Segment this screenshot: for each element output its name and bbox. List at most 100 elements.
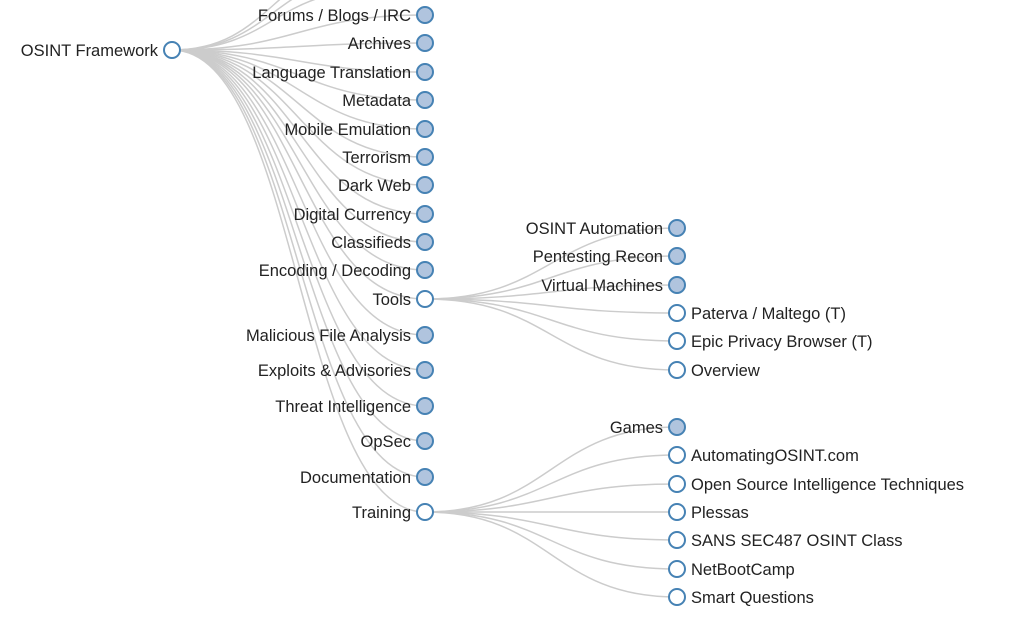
- tree-links: [171, 0, 678, 598]
- node-label[interactable]: Epic Privacy Browser (T): [691, 333, 873, 351]
- tree-node-forums-blogs-irc[interactable]: Forums / Blogs / IRC: [258, 6, 434, 25]
- tree-node-metadata[interactable]: Metadata: [342, 91, 434, 110]
- leaf-node-icon[interactable]: [668, 446, 686, 464]
- tree-node-archives[interactable]: Archives: [348, 34, 434, 53]
- collapsed-node-icon[interactable]: [416, 261, 434, 279]
- node-label[interactable]: Threat Intelligence: [275, 398, 411, 416]
- node-label[interactable]: Pentesting Recon: [533, 248, 663, 266]
- tree-node-pentesting-recon[interactable]: Pentesting Recon: [533, 247, 686, 266]
- tree-node-games[interactable]: Games: [610, 418, 686, 437]
- node-label[interactable]: Exploits & Advisories: [258, 362, 411, 380]
- expanded-node-icon[interactable]: [163, 41, 181, 59]
- link-tools-virtual-machines: [424, 284, 678, 300]
- collapsed-node-icon[interactable]: [416, 176, 434, 194]
- leaf-node-icon[interactable]: [668, 531, 686, 549]
- node-label[interactable]: Training: [352, 504, 411, 522]
- leaf-node-icon[interactable]: [668, 332, 686, 350]
- link-training-games: [424, 426, 678, 513]
- node-label[interactable]: NetBootCamp: [691, 561, 795, 579]
- tree-node-tools[interactable]: Tools: [372, 290, 434, 309]
- node-label[interactable]: Malicious File Analysis: [246, 327, 411, 345]
- tree-node-documentation[interactable]: Documentation: [300, 468, 434, 487]
- collapsed-node-icon[interactable]: [416, 34, 434, 52]
- tree-node-exploits-advisories[interactable]: Exploits & Advisories: [258, 361, 434, 380]
- node-label[interactable]: Paterva / Maltego (T): [691, 305, 846, 323]
- tree-node-threat-intelligence[interactable]: Threat Intelligence: [275, 397, 434, 416]
- node-label[interactable]: Terrorism: [342, 149, 411, 167]
- leaf-node-icon[interactable]: [668, 304, 686, 322]
- node-label[interactable]: Digital Currency: [294, 206, 412, 224]
- tree-node-automatingosint-com[interactable]: AutomatingOSINT.com: [668, 446, 859, 465]
- link-offscreen-2: [171, 0, 316, 51]
- collapsed-node-icon[interactable]: [416, 468, 434, 486]
- node-label[interactable]: OpSec: [361, 433, 411, 451]
- tree-node-osint-automation[interactable]: OSINT Automation: [526, 219, 686, 238]
- tree-node-paterva-maltego-t[interactable]: Paterva / Maltego (T): [668, 304, 846, 323]
- tree-node-terrorism[interactable]: Terrorism: [342, 148, 434, 167]
- collapsed-node-icon[interactable]: [668, 219, 686, 237]
- node-label[interactable]: Virtual Machines: [541, 277, 663, 295]
- node-label[interactable]: AutomatingOSINT.com: [691, 447, 859, 465]
- tree-node-overview[interactable]: Overview: [668, 361, 760, 380]
- tree-node-epic-privacy-browser-t[interactable]: Epic Privacy Browser (T): [668, 332, 873, 351]
- collapsed-node-icon[interactable]: [416, 63, 434, 81]
- tree-node-training[interactable]: Training: [352, 503, 434, 522]
- collapsed-node-icon[interactable]: [416, 397, 434, 415]
- tree-node-plessas[interactable]: Plessas: [668, 503, 749, 522]
- node-label[interactable]: SANS SEC487 OSINT Class: [691, 532, 903, 550]
- node-label[interactable]: Forums / Blogs / IRC: [258, 7, 411, 25]
- leaf-node-icon[interactable]: [668, 588, 686, 606]
- node-label[interactable]: Smart Questions: [691, 589, 814, 607]
- collapsed-node-icon[interactable]: [416, 91, 434, 109]
- tree-node-opsec[interactable]: OpSec: [361, 432, 434, 451]
- collapsed-node-icon[interactable]: [416, 233, 434, 251]
- node-label[interactable]: OSINT Automation: [526, 220, 663, 238]
- collapsed-node-icon[interactable]: [416, 432, 434, 450]
- tree-node-language-translation[interactable]: Language Translation: [252, 63, 434, 82]
- collapsed-node-icon[interactable]: [416, 6, 434, 24]
- collapsed-node-icon[interactable]: [416, 361, 434, 379]
- tree-node-netbootcamp[interactable]: NetBootCamp: [668, 560, 795, 579]
- node-label[interactable]: OSINT Framework: [21, 42, 159, 60]
- node-label[interactable]: Dark Web: [338, 177, 411, 195]
- collapsed-node-icon[interactable]: [416, 205, 434, 223]
- tree-node-digital-currency[interactable]: Digital Currency: [294, 205, 434, 224]
- collapsed-node-icon[interactable]: [416, 148, 434, 166]
- node-label[interactable]: Open Source Intelligence Techniques: [691, 476, 964, 494]
- tree-node-sans-sec487-osint-class[interactable]: SANS SEC487 OSINT Class: [668, 531, 903, 550]
- leaf-node-icon[interactable]: [668, 560, 686, 578]
- collapsed-node-icon[interactable]: [416, 120, 434, 138]
- node-label[interactable]: Mobile Emulation: [284, 121, 411, 139]
- tree-node-dark-web[interactable]: Dark Web: [338, 176, 434, 195]
- link-tools-epic-privacy-browser-t: [424, 298, 678, 342]
- collapsed-node-icon[interactable]: [668, 276, 686, 294]
- node-label[interactable]: Classifieds: [331, 234, 411, 252]
- tree-node-malicious-file-analysis[interactable]: Malicious File Analysis: [246, 326, 434, 345]
- collapsed-node-icon[interactable]: [668, 247, 686, 265]
- expanded-node-icon[interactable]: [416, 503, 434, 521]
- tree-node-osint-framework[interactable]: OSINT Framework: [21, 41, 181, 60]
- tree-node-open-source-intelligence-techniques[interactable]: Open Source Intelligence Techniques: [668, 475, 964, 494]
- collapsed-node-icon[interactable]: [416, 326, 434, 344]
- link-tools-overview: [424, 298, 678, 371]
- leaf-node-icon[interactable]: [668, 503, 686, 521]
- leaf-node-icon[interactable]: [668, 361, 686, 379]
- node-label[interactable]: Archives: [348, 35, 411, 53]
- node-label[interactable]: Documentation: [300, 469, 411, 487]
- node-label[interactable]: Plessas: [691, 504, 749, 522]
- link-root-dark-web: [171, 49, 426, 186]
- node-label[interactable]: Encoding / Decoding: [259, 262, 411, 280]
- node-label[interactable]: Games: [610, 419, 663, 437]
- tree-node-virtual-machines[interactable]: Virtual Machines: [541, 276, 686, 295]
- tree-node-smart-questions[interactable]: Smart Questions: [668, 588, 814, 607]
- expanded-node-icon[interactable]: [416, 290, 434, 308]
- node-label[interactable]: Language Translation: [252, 64, 411, 82]
- tree-node-classifieds[interactable]: Classifieds: [331, 233, 434, 252]
- node-label[interactable]: Metadata: [342, 92, 412, 110]
- tree-node-mobile-emulation[interactable]: Mobile Emulation: [284, 120, 434, 139]
- node-label[interactable]: Tools: [372, 291, 411, 309]
- collapsed-node-icon[interactable]: [668, 418, 686, 436]
- node-label[interactable]: Overview: [691, 362, 760, 380]
- tree-node-encoding-decoding[interactable]: Encoding / Decoding: [259, 261, 434, 280]
- leaf-node-icon[interactable]: [668, 475, 686, 493]
